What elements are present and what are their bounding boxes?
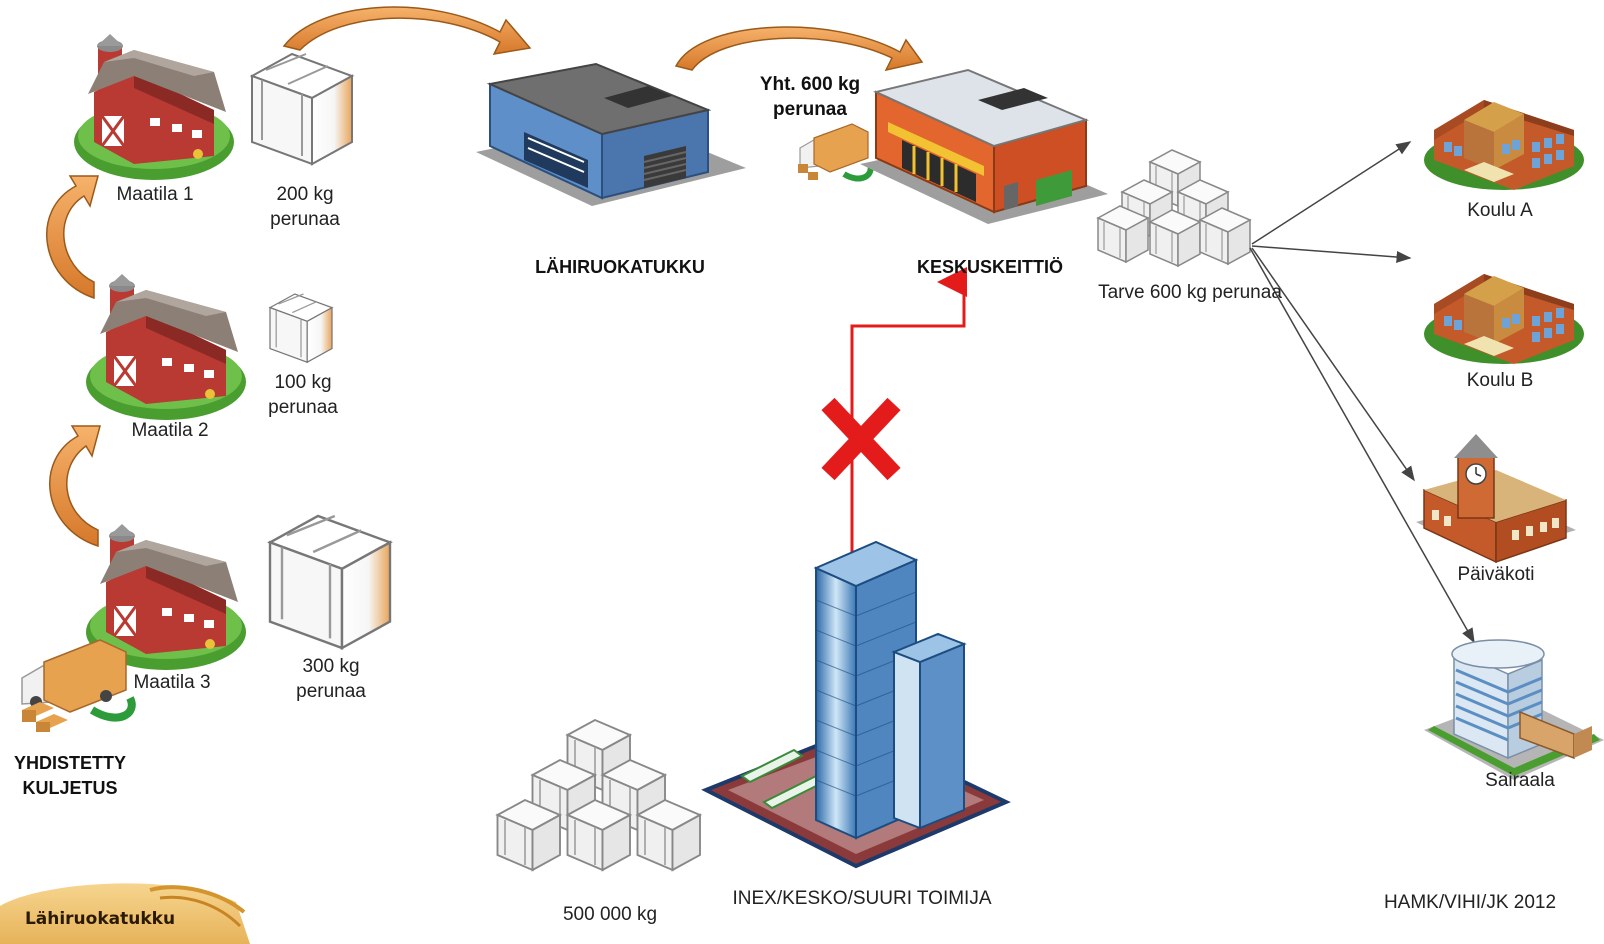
farm-3-unit: perunaa — [296, 681, 366, 702]
farm-1-amount: 200 kg — [276, 184, 334, 205]
big-supplier-label: INEX/KESKO/SUURI TOIMIJA — [732, 888, 992, 909]
farm-2-unit: perunaa — [268, 397, 338, 418]
credit-text: HAMK/VIHI/JK 2012 — [1383, 892, 1557, 913]
wholesaler-building-icon — [476, 62, 746, 206]
sairaala-label: Sairaala — [1485, 770, 1555, 791]
blocked-x-icon — [821, 397, 901, 481]
farm-1-crate-icon — [251, 53, 353, 165]
sairaala-building-icon — [1424, 639, 1604, 780]
farm-2-crate-icon — [269, 293, 333, 363]
arrow-to-paivakoti — [1251, 247, 1415, 482]
kitchen-need: Tarve 600 kg perunaa — [1098, 282, 1282, 303]
farm-2-barn-icon — [84, 272, 248, 422]
farm-3-crate-icon — [268, 514, 392, 650]
curved-arrow-farm2-to-farm1 — [46, 175, 99, 300]
farm-1-label: Maatila 1 — [116, 184, 194, 205]
paivakoti-label: Päiväkoti — [1457, 564, 1535, 585]
farm-2-amount: 100 kg — [274, 372, 332, 393]
total-line1: Yht. 600 kg — [759, 74, 861, 95]
farm-1-barn-icon — [72, 32, 236, 182]
kitchen-label: KESKUSKEITTIÖ — [916, 257, 1063, 277]
total-line2: perunaa — [773, 99, 847, 120]
koulu-a-building-icon — [1424, 100, 1584, 190]
koulu-b-label: Koulu B — [1466, 370, 1534, 391]
big-supplier-amount: 500 000 kg — [562, 904, 658, 925]
arrow-to-sairaala — [1249, 247, 1475, 644]
combined-transport-line1: YHDISTETTY — [13, 753, 126, 773]
wholesaler-label: LÄHIRUOKATUKKU — [535, 257, 705, 277]
koulu-a-label: Koulu A — [1467, 200, 1533, 221]
crate-stack-kitchen-icon — [1097, 149, 1251, 267]
farm-2-label: Maatila 2 — [131, 420, 209, 441]
curved-arrow-wholesaler-to-kitchen — [674, 26, 924, 72]
farm-3-amount: 300 kg — [302, 656, 360, 677]
small-truck-icon — [798, 123, 874, 182]
arrow-to-koulu-a — [1251, 141, 1412, 245]
delivery-truck-icon — [21, 639, 136, 732]
lahiruokatukku-logo — [0, 883, 250, 944]
central-kitchen-building-icon — [860, 68, 1108, 224]
farm-3-label: Maatila 3 — [133, 672, 211, 693]
paivakoti-building-icon — [1416, 434, 1576, 564]
crate-stack-large-icon — [496, 719, 701, 871]
curved-arrow-farm3-to-farm2 — [49, 425, 101, 548]
logo-text: Lähiruokatukku — [24, 909, 176, 929]
big-supplier-tower-icon — [701, 540, 1011, 869]
farm-1-unit: perunaa — [270, 209, 340, 230]
arrow-to-koulu-b — [1251, 245, 1412, 263]
combined-transport-line2: KULJETUS — [22, 778, 118, 798]
curved-arrow-farms-to-wholesaler — [282, 6, 532, 55]
koulu-b-building-icon — [1424, 274, 1584, 364]
distribution-arrows — [1249, 141, 1475, 644]
